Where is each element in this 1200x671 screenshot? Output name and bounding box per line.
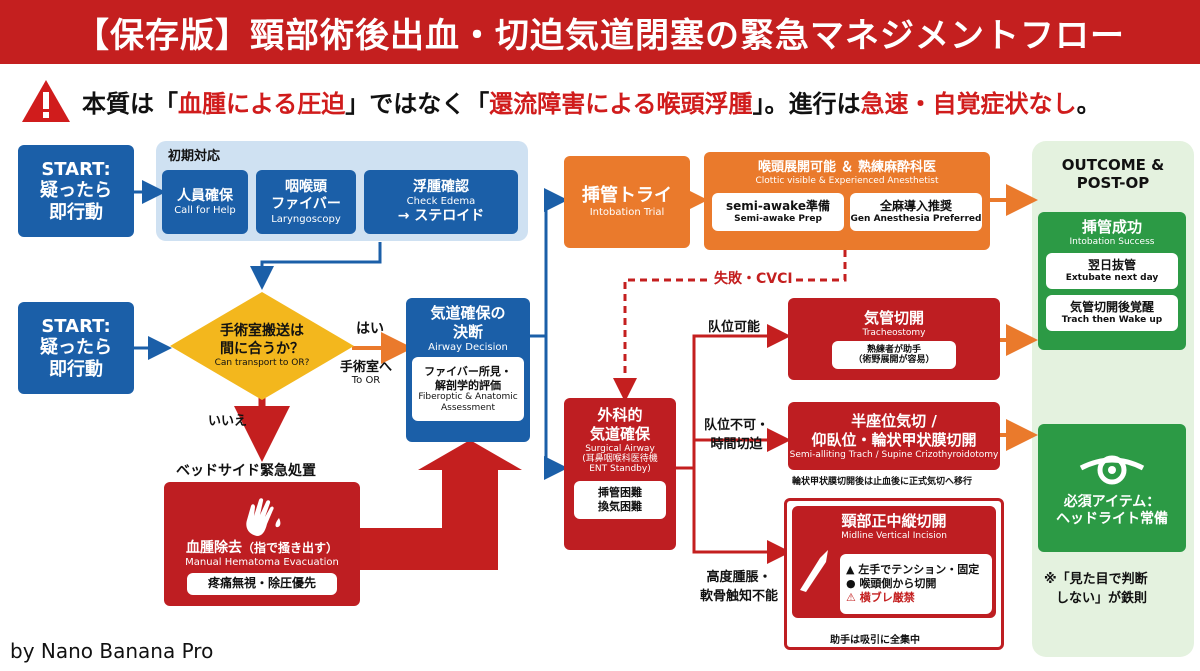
instruction-1: ▲ 左手でテンション・固定 (846, 563, 980, 577)
hematoma-box: 血腫除去（指で掻き出す） Manual Hematoma Evacuation … (164, 482, 360, 606)
to-or-label: 手術室へ To OR (340, 360, 393, 386)
hematoma-title: 血腫除去（指で掻き出す） (185, 539, 338, 556)
arrow-edema-decision (250, 242, 382, 290)
midline-footer: 助手は吸引に全集中 (830, 635, 920, 646)
airway-assessment: ファイバー所見・ 解剖学的評価 Fiberoptic & Anatomic As… (412, 357, 524, 421)
start-box-2: START: 疑ったら 即行動 (18, 302, 134, 394)
arrow-surgical-midline (692, 468, 791, 564)
trach-wake-box: 気管切開後覚醒 Trach then Wake up (1046, 295, 1178, 332)
success-box: 挿管成功 Intobation Success 翌日抜管 Extubate ne… (1038, 212, 1186, 350)
tracheostomy-box: 気管切開 Tracheostomy 熟練者が助手 （術野展開が容易） (788, 298, 1000, 380)
page-title: 【保存版】頸部術後出血・切迫気道閉塞の緊急マネジメントフロー (75, 15, 1125, 56)
bedside-label: ベッドサイド緊急処置 (176, 463, 316, 479)
outcome-header: OUTCOME & POST-OP (1061, 156, 1165, 192)
golden-rule: ※「見た目で判断 しない」が鉄則 (1044, 572, 1148, 606)
general-anesthesia-box: 全麻導入推奨 Gen Anesthesia Preferred (850, 192, 982, 231)
cricothyroid-note: 輪状甲状膜切開後は止血後に正式気切へ移行 (792, 477, 973, 487)
initial-response-header: 初期対応 (168, 149, 221, 164)
arrow-airway-intubation (530, 188, 568, 338)
extubate-box: 翌日抜管 Extubate next day (1046, 253, 1178, 290)
semi-sitting-box: 半座位気切 / 仰臥位・輪状甲状膜切開 Semi-alliting Trach … (788, 402, 1000, 470)
hand-icon (246, 497, 281, 536)
scalpel-icon (800, 550, 828, 592)
airway-decision-box: 気道確保の 決断 Airway Decision ファイバー所見・ 解剖学的評価… (406, 298, 530, 442)
decision-diamond (170, 292, 354, 400)
yes-label: はい (356, 321, 384, 337)
arrow-surgical-tracheostomy (676, 324, 791, 470)
warning-row: 本質は「血腫による圧迫」ではなく「還流障害による喉頭浮腫」。進行は急速・自覚症状… (20, 76, 1101, 126)
staff-box: 人員確保 Call for Help (162, 170, 248, 234)
warning-text: 本質は「血腫による圧迫」ではなく「還流障害による喉頭浮腫」。進行は急速・自覚症状… (82, 89, 1101, 118)
glottis-box: 喉頭展開可能 ＆ 熟練麻酔科医 Clottic visible & Experi… (704, 152, 990, 250)
edema-box: 浮腫確認 Check Edema → ステロイド (364, 170, 518, 234)
headlight-icon (1079, 455, 1145, 484)
instruction-2: ● 喉頭側から切開 (846, 577, 937, 591)
midline-instructions: ▲ 左手でテンション・固定 ● 喉頭側から切開 ⚠ 横ブレ厳禁 (840, 554, 992, 614)
decision-text: 手術室搬送は 間に合うか？ Can transport to OR? (214, 323, 310, 369)
branch-label-position-ok: 队位可能 (708, 320, 761, 335)
footer-credit: by Nano Banana Pro (10, 639, 214, 663)
laryngoscopy-box: 咽喉頭 ファイバー Laryngoscopy (256, 170, 356, 234)
caution-icon: ⚠ (846, 590, 856, 604)
arrow-hematoma-airway (360, 440, 522, 570)
surgical-airway-box: 外科的 気道確保 Surgical Airway (耳鼻咽喉科医待機 ENT S… (564, 398, 676, 550)
fail-label: 失敗・CVCI (712, 268, 795, 288)
intubation-try-box: 挿管トライ Intobation Trial (564, 156, 690, 248)
warning-icon (22, 80, 70, 122)
hematoma-note: 疼痛無視・除圧優先 (187, 572, 337, 595)
start-box-1: START: 疑ったら 即行動 (18, 145, 134, 237)
arrow-airway-surgical (544, 336, 568, 480)
surgical-indication: 挿管困難 換気困難 (574, 480, 666, 519)
tracheostomy-note: 熟練者が助手 （術野展開が容易） (832, 341, 956, 370)
no-label: いいえ (208, 414, 248, 429)
title-bar: 【保存版】頸部術後出血・切迫気道閉塞の緊急マネジメントフロー (0, 0, 1200, 64)
semi-awake-box: semi-awake準備 Semi-awake Prep (712, 192, 844, 231)
branch-label-position-ng: 队位不可・ 時間切迫 (704, 418, 770, 452)
instruction-3: ⚠ 横ブレ厳禁 (846, 590, 915, 604)
arrow-fail-surgical (613, 250, 847, 402)
branch-label-swelling: 高度腫脹・ 軟骨触知不能 (700, 570, 779, 604)
headlight-box: 必須アイテム： ヘッドライト常備 (1038, 424, 1186, 552)
